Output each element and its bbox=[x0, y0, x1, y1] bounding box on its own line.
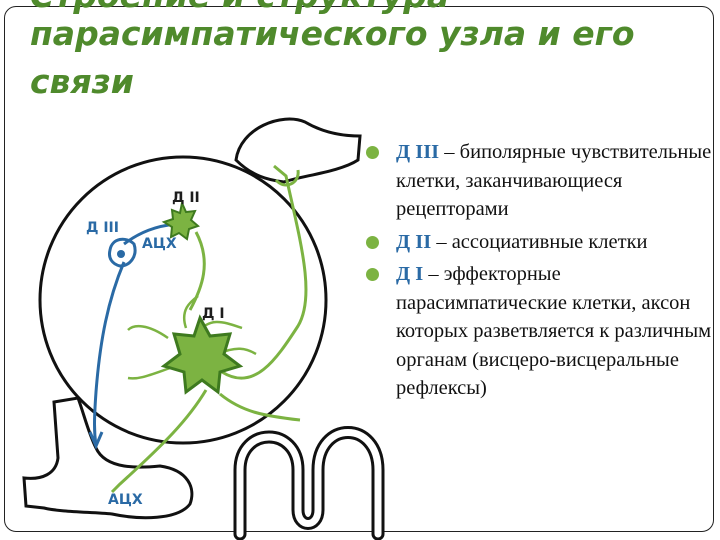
title-line-3: связи bbox=[30, 62, 134, 101]
d1-star bbox=[160, 314, 244, 395]
d3-cell-body bbox=[108, 237, 137, 268]
bullet-dot bbox=[366, 146, 379, 159]
legend-term: Д III bbox=[396, 141, 440, 163]
label-ach-upper: АЦХ bbox=[142, 236, 177, 252]
label-d3: Д III bbox=[86, 220, 119, 236]
d3-nucleus bbox=[117, 250, 125, 258]
title-line-1: Строение и структура bbox=[30, 0, 449, 15]
bullet-dot bbox=[366, 235, 379, 249]
slide-frame bbox=[4, 6, 714, 532]
liver-nerve-ending bbox=[274, 169, 300, 187]
label-d2: Д II bbox=[172, 190, 200, 206]
d1-dendrites bbox=[127, 295, 257, 380]
d3-receptor-ending bbox=[88, 431, 104, 450]
legend-text: – биполярные чувствительные клетки, зака… bbox=[396, 141, 712, 220]
legend-item-d3: Д III – биполярные чувствительные клетки… bbox=[366, 138, 716, 224]
intestine-inner bbox=[236, 429, 382, 538]
legend-term: Д I bbox=[396, 263, 424, 285]
legend-item-d1: Д I – эффекторные парасимпатические клет… bbox=[366, 260, 716, 403]
bullet-dot bbox=[366, 268, 379, 281]
label-d1: Д I bbox=[202, 306, 225, 322]
ganglion-circle bbox=[38, 155, 328, 445]
legend-list: Д III – биполярные чувствительные клетки… bbox=[366, 138, 716, 407]
d1-to-intestine-path bbox=[219, 392, 301, 422]
legend-text: – эффекторные парасимпатические клетки, … bbox=[396, 263, 712, 399]
label-ach-lower: АЦХ bbox=[108, 492, 143, 508]
legend-text: – ассоциативные клетки bbox=[431, 230, 648, 253]
d2-to-d1-path bbox=[188, 231, 206, 311]
d1-to-stomach-path bbox=[110, 389, 208, 494]
legend-term: Д II bbox=[396, 230, 432, 253]
d1-to-liver-path bbox=[221, 164, 308, 380]
title-line-2: парасимпатического узла и его bbox=[30, 14, 635, 53]
intestine-organ bbox=[233, 426, 385, 540]
legend-item-d2: Д II – ассоциативные клетки bbox=[366, 228, 716, 257]
liver-organ bbox=[234, 117, 362, 184]
d3-axon-path bbox=[93, 261, 126, 447]
d2-star bbox=[161, 199, 200, 241]
